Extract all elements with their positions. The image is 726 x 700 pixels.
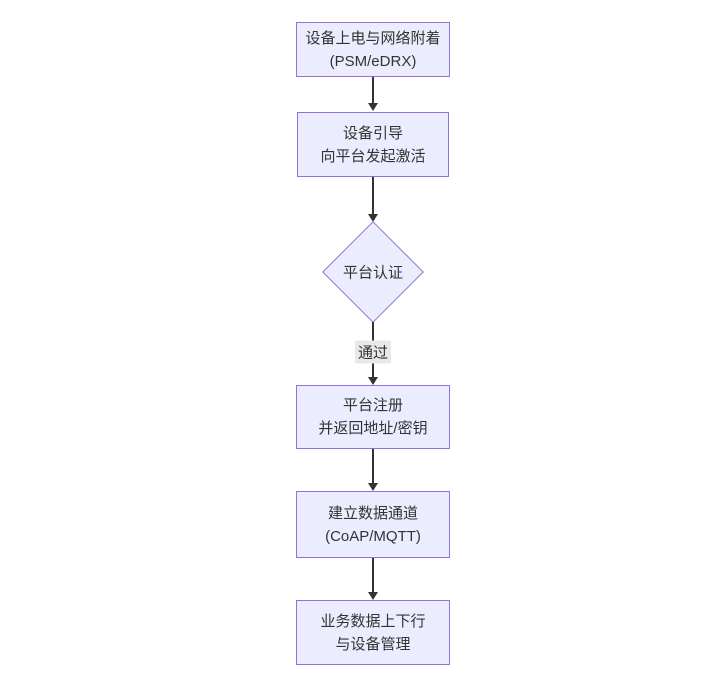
arrowhead-down-icon xyxy=(368,483,378,491)
arrowhead-down-icon xyxy=(368,214,378,222)
flow-node-power-attach: 设备上电与网络附着 (PSM/eDRX) xyxy=(296,22,450,77)
flow-node-business: 业务数据上下行 与设备管理 xyxy=(296,600,450,665)
flow-node-bootstrap: 设备引导 向平台发起激活 xyxy=(297,112,449,177)
arrowhead-down-icon xyxy=(368,103,378,111)
arrowhead-down-icon xyxy=(368,377,378,385)
edge-register-to-channel xyxy=(372,449,374,483)
edge-boot-to-auth xyxy=(372,177,374,214)
edge-power-to-boot xyxy=(372,77,374,104)
flow-node-register: 平台注册 并返回地址/密钥 xyxy=(296,385,450,449)
edge-label-pass: 通过 xyxy=(354,340,392,364)
arrowhead-down-icon xyxy=(368,592,378,600)
edge-channel-to-business xyxy=(372,558,374,592)
flow-decision-auth-label: 平台认证 xyxy=(342,264,404,282)
flow-node-data-channel: 建立数据通道 (CoAP/MQTT) xyxy=(296,491,450,558)
